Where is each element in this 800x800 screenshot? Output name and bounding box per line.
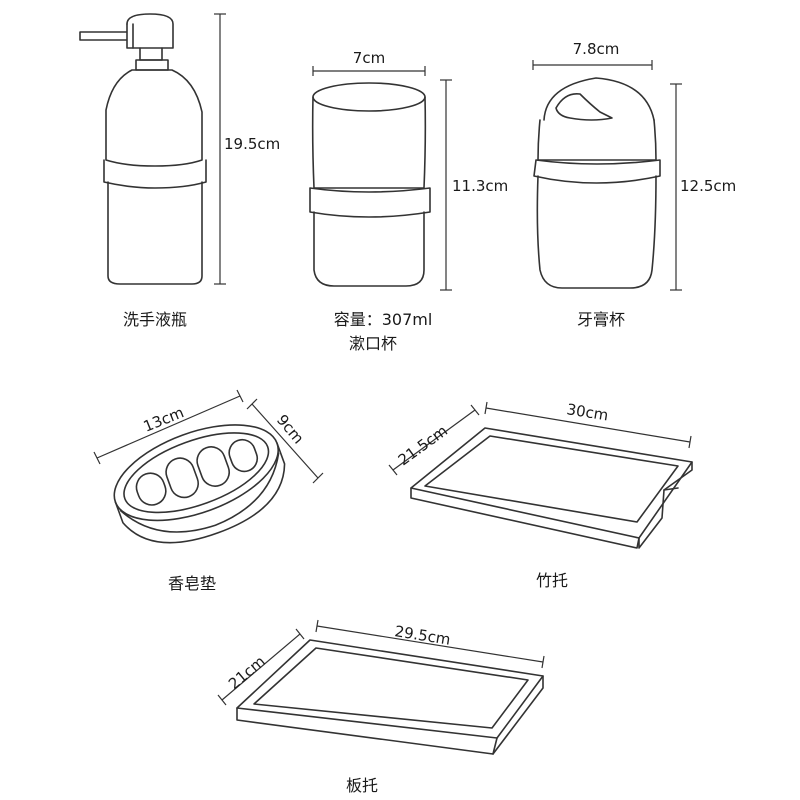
cup-drawing <box>309 82 431 287</box>
soap-dish-length-label: 13cm <box>141 403 187 435</box>
cup-height-label: 11.3cm <box>452 177 508 195</box>
board-tray-length-label: 29.5cm <box>393 622 451 649</box>
dispenser-name: 洗手液瓶 <box>123 310 187 329</box>
toothpaste-cup-drawing <box>533 77 661 289</box>
soap-dish-name: 香皂垫 <box>168 574 216 593</box>
dispenser-height-dimension <box>214 13 226 285</box>
board-tray-name: 板托 <box>346 776 378 795</box>
bamboo-tray-length-label: 30cm <box>565 400 609 424</box>
soap-dish-drawing <box>113 424 286 544</box>
cup-name: 漱口杯 <box>349 334 397 353</box>
cup-width-dimension <box>312 66 426 76</box>
toothpaste-cup-width-label: 7.8cm <box>573 40 620 58</box>
board-tray-length-dimension <box>315 619 545 669</box>
toothpaste-cup-width-dimension <box>532 60 653 70</box>
cup-capacity: 容量：307ml <box>334 310 433 329</box>
soap-dish-width-dimension <box>246 398 324 484</box>
cup-height-dimension <box>440 79 452 291</box>
board-tray-width-label: 21cm <box>225 652 269 693</box>
dispenser-height-label: 19.5cm <box>224 135 280 153</box>
board-tray-drawing <box>236 639 544 755</box>
bamboo-tray-name: 竹托 <box>536 571 568 590</box>
board-tray-width-dimension <box>217 628 305 706</box>
toothpaste-cup-height-dimension <box>670 83 682 291</box>
cup-width-label: 7cm <box>353 49 385 67</box>
bamboo-tray-width-dimension <box>388 404 480 476</box>
toothpaste-cup-name: 牙膏杯 <box>577 310 625 329</box>
soap-dish-width-label: 9cm <box>273 411 308 447</box>
soap-dispenser-drawing <box>79 13 207 285</box>
soap-dish-length-dimension <box>93 389 244 465</box>
toothpaste-cup-height-label: 12.5cm <box>680 177 736 195</box>
bamboo-tray-length-dimension <box>484 401 692 449</box>
bamboo-tray-drawing <box>410 427 693 549</box>
